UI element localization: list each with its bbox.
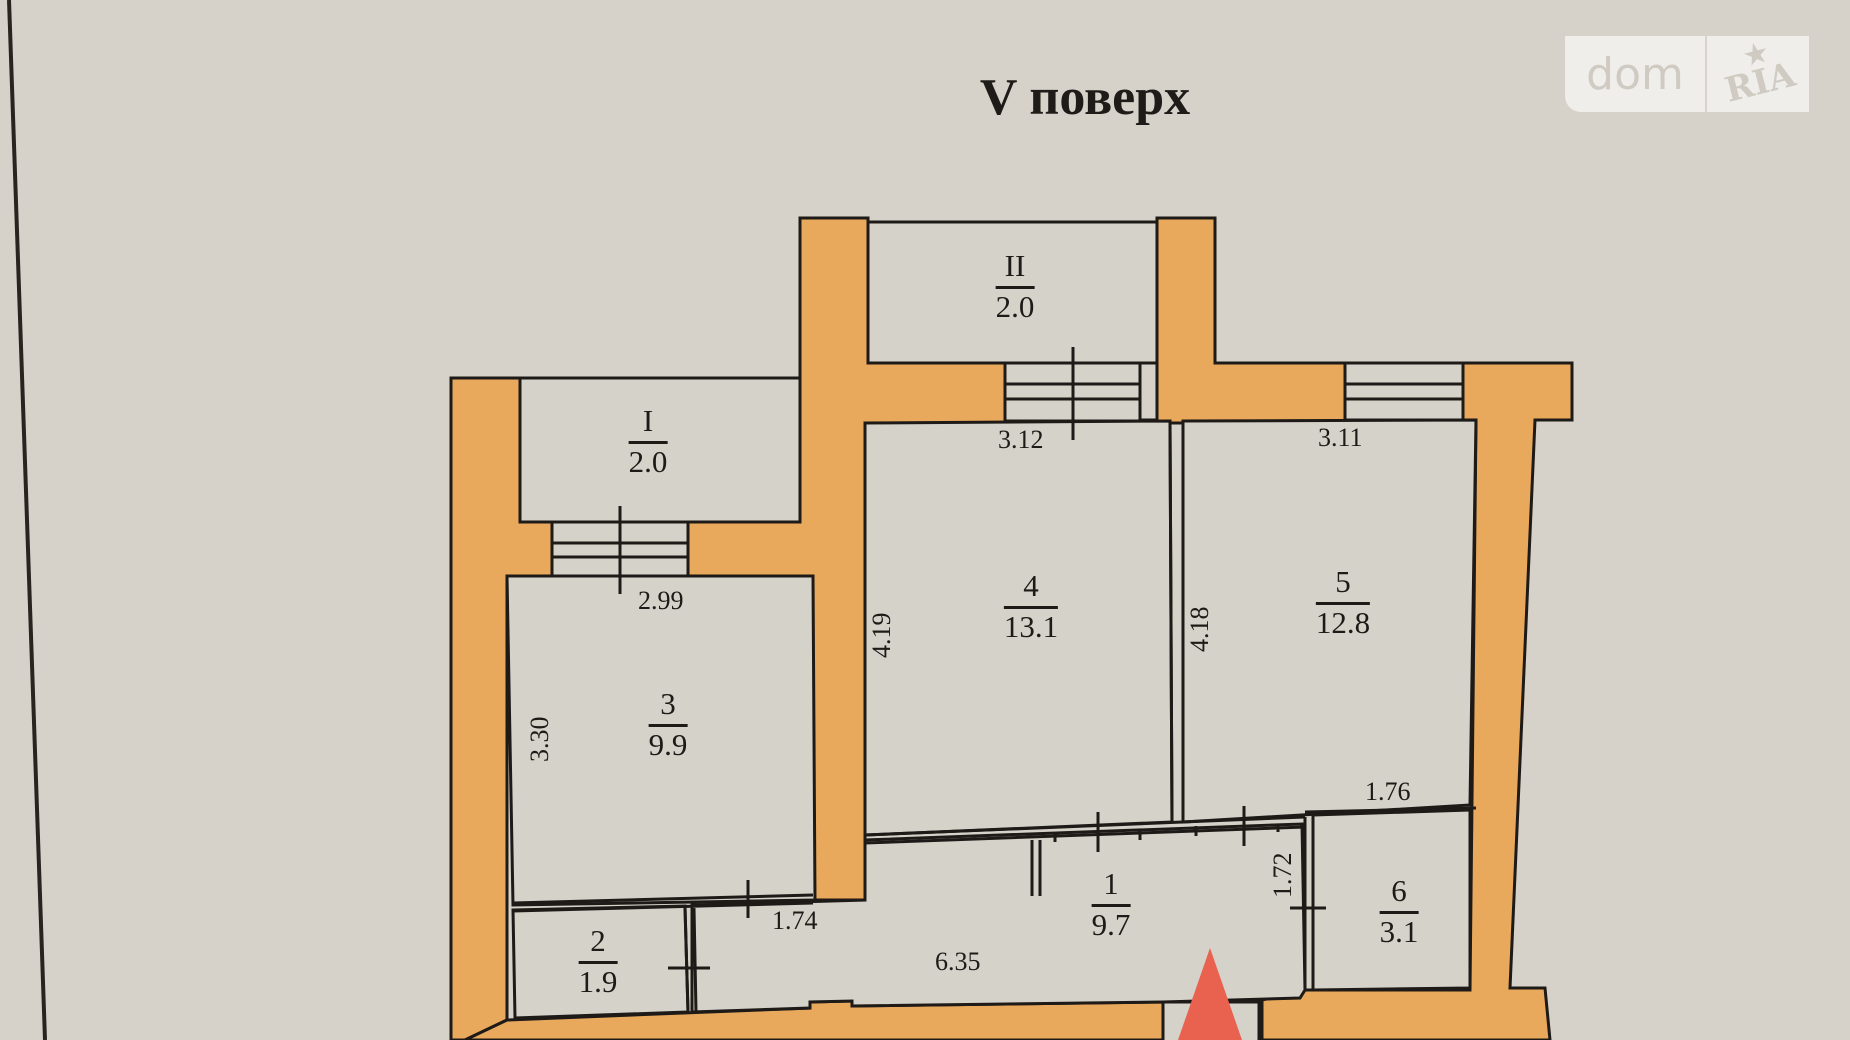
sheet-edge-line — [7, 0, 47, 1040]
dim-room4-width: 3.12 — [998, 425, 1044, 454]
domria-logo: dom ★ RIA — [1565, 36, 1809, 112]
partitions — [512, 422, 1477, 1013]
dim-room4-height: 4.19 — [867, 612, 896, 659]
logo-dom-text: dom — [1565, 36, 1707, 112]
entrance-arrow-icon — [1178, 948, 1242, 1040]
dim-room3-height: 3.30 — [525, 716, 554, 763]
dim-room6-width: 1.76 — [1365, 777, 1411, 806]
dim-room2-width: 1.74 — [772, 906, 818, 935]
dim-corridor-length: 6.35 — [935, 947, 981, 976]
dim-room5-height: 4.18 — [1185, 606, 1214, 653]
windows — [550, 347, 1465, 1040]
dim-room3-width: 2.99 — [638, 586, 684, 615]
logo-ria-text: ★ RIA — [1721, 37, 1800, 111]
dim-room6-height: 1.72 — [1268, 852, 1297, 899]
room-floors — [505, 220, 1478, 1020]
dim-room5-width: 3.11 — [1318, 423, 1363, 452]
floor-title: V поверх — [979, 69, 1191, 126]
